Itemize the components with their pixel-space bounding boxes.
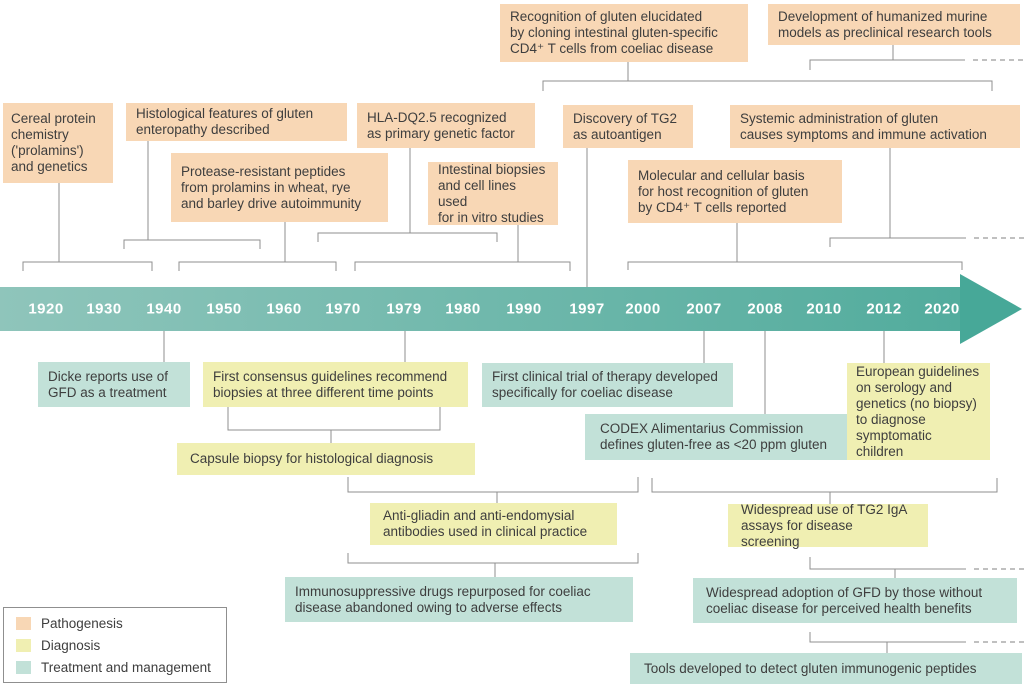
event-box-protease-resistant-peptides: Protease-resistant peptides from prolami… [171,153,388,222]
year-label: 2007 [686,300,722,318]
event-text: Discovery of TG2 as autoantigen [573,110,678,142]
legend-item-treatment: Treatment and management [16,660,226,675]
event-text: Recognition of gluten elucidated by clon… [510,9,718,56]
event-text: Anti-gliadin and anti-endomysial antibod… [383,508,588,539]
year-label: 1950 [206,300,242,318]
year-label: 2008 [747,300,783,318]
event-text: HLA-DQ2.5 recognized as primary genetic … [367,109,515,141]
pathogenesis-swatch [16,616,31,630]
event-text: Intestinal biopsies and cell lines used … [438,161,546,225]
event-box-european-guidelines: European guidelines on serology and gene… [847,363,990,460]
event-text: Widespread use of TG2 IgA assays for dis… [741,501,908,549]
event-box-gfd-adoption: Widespread adoption of GFD by those with… [693,578,1017,623]
year-label: 1970 [325,300,361,318]
event-text: Histological features of gluten enteropa… [136,106,314,137]
year-label: 1930 [86,300,122,318]
legend-label: Pathogenesis [41,615,123,631]
event-box-humanized-murine-models: Development of humanized murine models a… [768,4,1020,45]
event-box-molecular-cellular-basis: Molecular and cellular basis for host re… [628,160,842,223]
legend-label: Treatment and management [41,659,211,675]
event-text: First clinical trial of therapy develope… [492,369,718,400]
event-text: Dicke reports use of GFD as a treatment [48,368,169,400]
year-label: 1979 [386,300,422,318]
event-box-intestinal-biopsies: Intestinal biopsies and cell lines used … [428,162,558,225]
event-text: Development of humanized murine models a… [778,8,992,40]
year-label: 2010 [806,300,842,318]
event-box-histological-features: Histological features of gluten enteropa… [126,103,347,141]
timeline-arrowhead [960,274,1022,344]
year-label: 1940 [146,300,182,318]
year-label: 1980 [445,300,481,318]
year-label: 2012 [866,300,902,318]
event-box-consensus-guidelines: First consensus guidelines recommend bio… [203,362,468,407]
legend-label: Diagnosis [41,637,101,653]
event-text: Immunosuppressive drugs repurposed for c… [295,583,591,615]
event-text: European guidelines on serology and gene… [856,363,980,459]
year-label: 1920 [28,300,64,318]
event-text: Cereal protein chemistry ('prolamins') a… [11,111,96,174]
event-text: Molecular and cellular basis for host re… [638,167,809,215]
year-label: 1960 [266,300,302,318]
event-text: Capsule biopsy for histological diagnosi… [190,451,434,466]
event-text: Protease-resistant peptides from prolami… [181,163,362,211]
legend-item-diagnosis: Diagnosis [16,638,226,653]
event-text: Systemic administration of gluten causes… [740,110,987,142]
event-box-codex-gluten-free: CODEX Alimentarius Commission defines gl… [585,414,883,460]
event-box-cereal-protein-chemistry: Cereal protein chemistry ('prolamins') a… [3,103,113,183]
event-box-first-clinical-trial: First clinical trial of therapy develope… [482,363,733,407]
event-box-capsule-biopsy: Capsule biopsy for histological diagnosi… [177,443,475,475]
diagnosis-swatch [16,638,31,652]
legend-item-pathogenesis: Pathogenesis [16,616,226,631]
event-text: CODEX Alimentarius Commission defines gl… [600,421,828,452]
event-box-systemic-gluten-administration: Systemic administration of gluten causes… [730,105,1020,148]
event-text: Tools developed to detect gluten immunog… [644,660,977,676]
year-label: 2020 [924,300,960,318]
event-box-immunosuppressive-drugs: Immunosuppressive drugs repurposed for c… [285,577,633,622]
event-box-gluten-recognition-cloning: Recognition of gluten elucidated by clon… [500,4,748,62]
year-label: 2000 [625,300,661,318]
legend: Pathogenesis Diagnosis Treatment and man… [3,607,227,683]
event-box-antigliadin-antibodies: Anti-gliadin and anti-endomysial antibod… [370,503,617,545]
timeline-bar: 1920 1930 1940 1950 1960 1970 1979 1980 1990 1997… [0,287,960,331]
event-box-hla-dq25: HLA-DQ2.5 recognized as primary genetic … [357,103,535,148]
event-box-gip-detection-tools: Tools developed to detect gluten immunog… [630,653,1022,684]
event-text: First consensus guidelines recommend bio… [213,368,448,400]
year-label: 1990 [506,300,542,318]
treatment-swatch [16,660,31,674]
event-text: Widespread adoption of GFD by those with… [706,584,983,616]
year-label: 1997 [569,300,605,318]
event-box-tg2-autoantigen: Discovery of TG2 as autoantigen [563,105,693,148]
event-box-dicke-gfd: Dicke reports use of GFD as a treatment [38,362,190,407]
event-box-tg2-iga-assays: Widespread use of TG2 IgA assays for dis… [728,501,928,549]
